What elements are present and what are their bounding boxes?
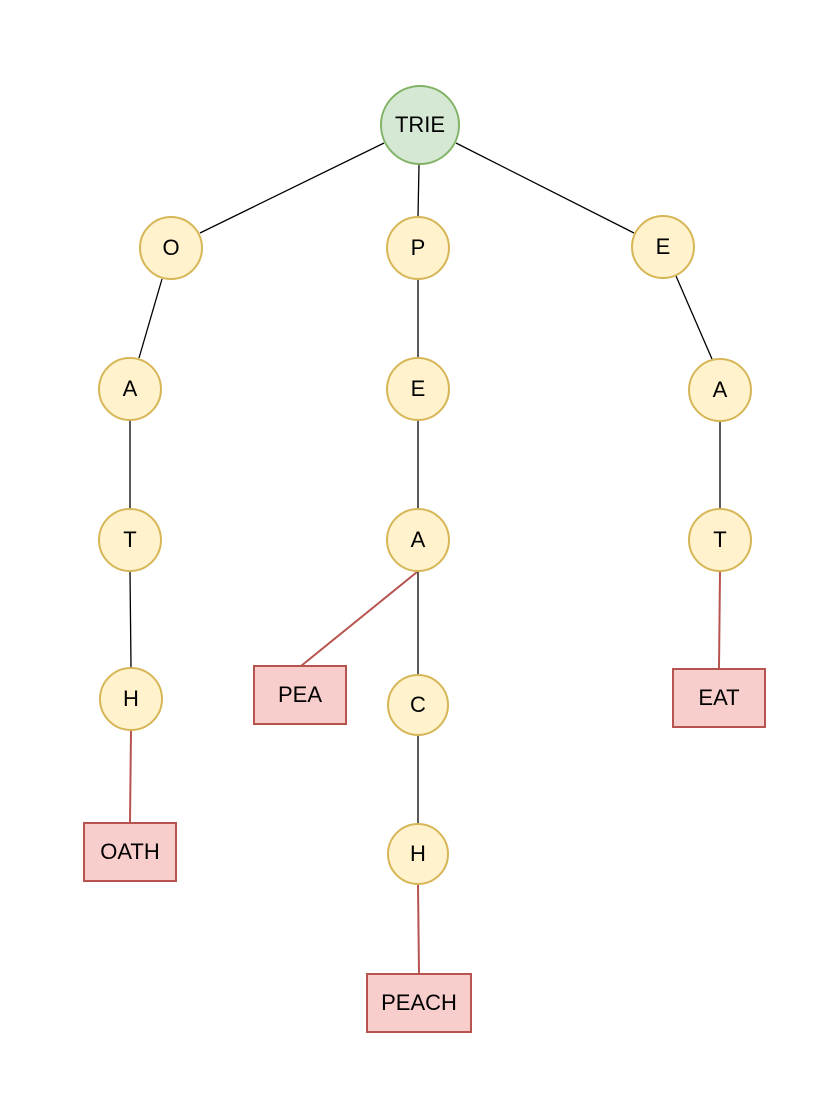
node-letter-e-right-label: E <box>655 234 671 259</box>
edge-trie-o <box>199 142 385 234</box>
node-letter-t-left-label: T <box>123 527 137 552</box>
node-letter-h-left: H <box>99 667 163 731</box>
node-word-peach-label: PEACH <box>381 990 457 1015</box>
node-root-trie-label: TRIE <box>394 112 446 137</box>
node-letter-a-left-label: A <box>122 376 138 401</box>
node-letter-c-mid-label: C <box>410 692 426 717</box>
node-letter-a-mid-label: A <box>410 527 426 552</box>
node-word-oath-label: OATH <box>100 839 160 864</box>
edge-h-oath <box>129 730 132 823</box>
node-letter-p: P <box>386 216 450 280</box>
node-root-trie: TRIE <box>380 85 460 165</box>
node-word-oath: OATH <box>83 822 177 882</box>
node-letter-t-right: T <box>688 508 752 572</box>
node-letter-e-right: E <box>631 215 695 279</box>
node-letter-a-right-label: A <box>712 377 728 402</box>
edge-trie-e <box>455 142 635 234</box>
node-word-eat-label: EAT <box>698 685 740 710</box>
node-letter-h-mid-label: H <box>410 841 426 866</box>
edge-a-pea <box>300 571 418 667</box>
node-letter-p-label: P <box>410 235 426 260</box>
edge-t-h-left <box>129 571 132 668</box>
node-letter-h-left-label: H <box>123 686 139 711</box>
node-letter-t-right-label: T <box>713 527 727 552</box>
node-letter-a-right: A <box>688 358 752 422</box>
edge-trie-p <box>417 164 420 217</box>
node-letter-a-left: A <box>98 357 162 421</box>
edge-h-peach <box>417 884 420 974</box>
node-letter-c-mid: C <box>387 674 449 736</box>
edge-o-a-left <box>138 278 163 359</box>
node-letter-t-left: T <box>98 508 162 572</box>
node-letter-e-mid-label: E <box>410 376 426 401</box>
node-letter-o-label: O <box>162 235 180 260</box>
node-word-peach: PEACH <box>366 973 472 1033</box>
node-letter-o: O <box>139 216 203 280</box>
node-letter-a-mid: A <box>386 508 450 572</box>
node-letter-h-mid: H <box>387 823 449 885</box>
node-word-pea-label: PEA <box>277 682 323 707</box>
edge-e-a-right <box>675 275 713 360</box>
edge-t-eat <box>718 571 721 669</box>
node-word-pea: PEA <box>253 665 347 725</box>
node-letter-e-mid: E <box>386 357 450 421</box>
node-word-eat: EAT <box>672 668 766 728</box>
